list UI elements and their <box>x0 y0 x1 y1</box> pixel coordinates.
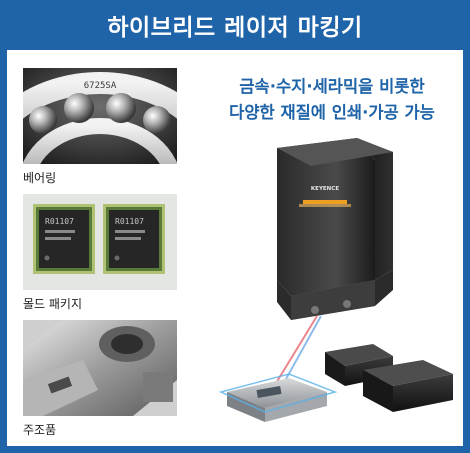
headline-line-2: 다양한 재질에 인쇄·가공 가능 <box>229 103 435 122</box>
sample-mold-package: R01107 R01107 몰드 패키지 <box>23 194 177 312</box>
bearing-engraving: 6725SA <box>84 81 117 91</box>
sample-casting: 주조품 <box>23 320 177 438</box>
sample-label-mold-package: 몰드 패키지 <box>23 297 83 311</box>
content-panel: 6725SA 베어링 R01107 R01107 <box>7 50 463 446</box>
feature-headline: 금속·수지·세라믹을 비롯한 다양한 재질에 인쇄·가공 가능 <box>203 74 461 126</box>
chip-marking-right: R01107 <box>115 217 144 226</box>
headline-line-1: 금속·수지·세라믹을 비롯한 <box>239 77 425 96</box>
bearing-photo: 6725SA <box>23 68 177 164</box>
brand-logo: KEYENCE <box>311 186 339 192</box>
chip-marking-left: R01107 <box>45 217 74 226</box>
banner-title: 하이브리드 레이저 마킹기 <box>107 15 363 41</box>
banner-header: 하이브리드 레이저 마킹기 <box>0 0 470 50</box>
laser-marker-illustration: KEYENCE <box>218 138 453 422</box>
sample-label-casting: 주조품 <box>23 423 57 437</box>
sample-bearing: 6725SA 베어링 <box>23 68 177 186</box>
chip-photo: R01107 R01107 <box>23 194 177 290</box>
casting-photo <box>23 320 177 416</box>
sample-label-bearing: 베어링 <box>23 171 57 185</box>
